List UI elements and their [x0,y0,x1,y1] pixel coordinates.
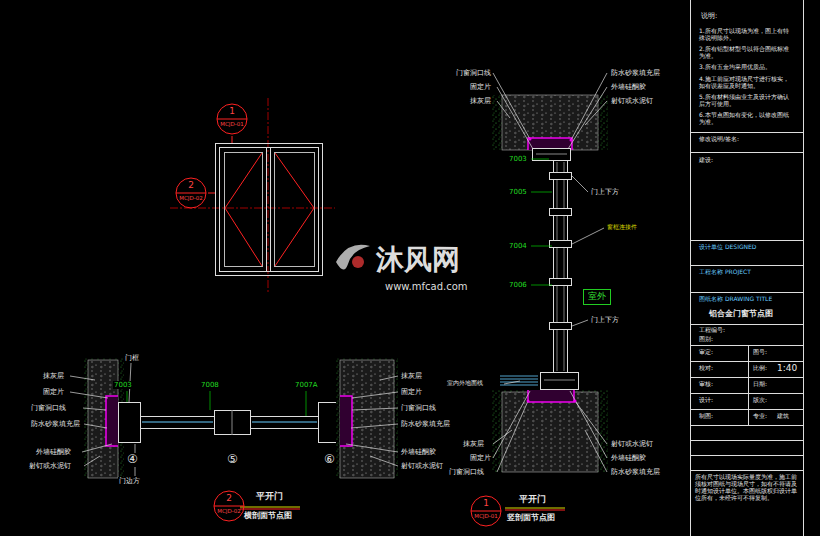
label-text: 射钉或水泥钉 [28,462,72,470]
label-text: ⑤ [226,453,239,467]
sheet-code: MCJD-01 [470,513,502,519]
label-text: 平开门 [518,494,547,504]
label-text: 固定片 [469,454,492,462]
label-text: 所有尺寸以现场实际量度为准，施工前须核对图纸与现场尺寸，如有不符请及时通知设计单… [694,474,802,502]
title-block [690,0,804,536]
label-text: 防水砂浆填充层 [610,69,661,77]
zone-text: 室外 [588,292,606,302]
label-text: 1:40 [776,363,798,373]
label-text: 固定片 [400,388,423,396]
label-text: 平开门 [255,491,284,501]
horizontal-section [70,358,398,509]
label-text: 射钉或水泥钉 [610,97,654,105]
label-text: 竖剖面节点图 [506,513,556,522]
label-text: 审定: [698,349,714,356]
label-text: 门窗洞口线 [400,404,437,412]
label-text: 建筑 [776,413,790,420]
label-text: 固定片 [469,83,492,91]
label-text: 防水砂浆填充层 [610,468,661,476]
label-text: 审核: [698,381,714,388]
label-text: 7005 [508,188,528,196]
callout-number: 2 [175,181,207,191]
label-text: 门窗洞口线 [455,69,492,77]
label-text: 抹灰层 [400,372,423,380]
sheet-code: MCJD-02 [175,195,207,201]
label-text: 专业: [752,413,768,420]
label-text: 4.施工前应对现场尺寸进行核实，如有误差应及时通知。 [698,76,792,90]
watermark-logo [336,245,370,270]
label-text: 6.本节点图如有变化，以修改图纸为准。 [698,112,792,126]
label-text: 门边方 [118,477,141,485]
label-text: 修改说明/签名: [698,136,740,143]
label-text: 横剖面节点图 [243,511,293,520]
label-text: 外墙硅酮胶 [400,448,437,456]
label-text: 抹灰层 [462,440,485,448]
label-text: 设计: [698,397,714,404]
label-text: 射钉或水泥钉 [400,462,444,470]
label-text: 图号: [752,349,768,356]
zone-tag: 室外 [583,289,611,305]
label-text: 7003 [113,381,133,389]
label-text: 图别: [698,336,714,343]
label-text: www.mfcad.com [384,281,469,293]
label-text: 说明: [700,12,718,20]
sheet-code: MCJD-02 [213,508,245,514]
label-text: 工程编号: [698,327,726,334]
label-text: 7007A [294,381,319,389]
label-text: 抹灰层 [469,97,492,105]
label-text: 铝合金门窗节点图 [708,309,774,318]
callout-number: 2 [213,494,245,504]
label-text: 1.所有尺寸以现场为准，图上有特殊说明除外。 [698,28,792,42]
label-text: 外墙硅酮胶 [610,83,647,91]
label-text: 5.所有材料须由业主及设计方确认后方可使用。 [698,94,792,108]
label-text: 2.所有铝型材型号以符合图纸标准为准。 [698,46,792,60]
label-text: 抹灰层 [42,372,65,380]
label-text: 比例: [752,365,768,372]
label-text: 图纸名称 DRAWING TITLE [698,296,773,303]
label-text: 7004 [508,242,528,250]
label-text: 制图: [698,413,714,420]
label-text: 7003 [508,155,528,163]
section-callout: 1MCJD-01 [470,495,502,527]
door-elevation [170,98,335,292]
label-text: 窗框连接件 [606,224,638,231]
label-text: 外墙硅酮胶 [35,448,72,456]
label-text: 工程名称 PROJECT [698,269,752,276]
label-text: 固定片 [42,388,65,396]
label-text: 门窗洞口线 [30,404,67,412]
label-text: 门上下方 [590,316,620,324]
label-text: 7006 [508,281,528,289]
label-text: 外墙硅酮胶 [610,454,647,462]
section-callout: 1MCJD-01 [216,103,248,135]
label-text: 室内外地面线 [446,380,484,387]
label-text: 防水砂浆填充层 [400,420,451,428]
label-text: 版次: [752,397,768,404]
label-text: ④ [126,453,139,467]
section-callout: 2MCJD-02 [175,177,207,209]
label-text: ⑥ [323,453,336,467]
callout-number: 1 [470,499,502,509]
vertical-section [492,73,608,510]
label-text: 建设: [698,157,714,164]
sheet-code: MCJD-01 [216,121,248,127]
label-text: 日期: [752,381,768,388]
label-text: 7008 [200,381,220,389]
label-text: 门框 [124,354,140,362]
section-callout: 2MCJD-02 [213,490,245,522]
label-text: 校对: [698,365,714,372]
label-text: 门窗洞口线 [448,468,485,476]
callout-number: 1 [216,107,248,117]
label-text: 防水砂浆填充层 [30,420,81,428]
label-text: 3.所有五金均采用优质品。 [698,64,792,71]
label-text: 射钉或水泥钉 [610,440,654,448]
label-text: 门上下方 [590,188,620,196]
label-text: 设计单位 DESIGNED [698,244,757,251]
label-text: 沐风网 [375,244,461,276]
